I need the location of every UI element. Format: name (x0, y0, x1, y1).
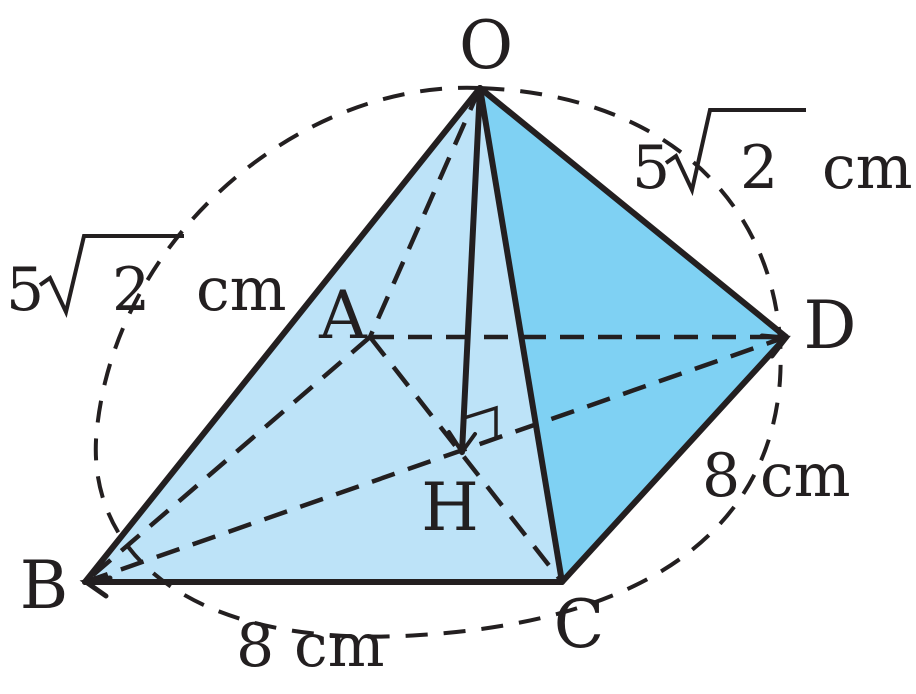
vertex-label-c: C (554, 586, 605, 663)
measure-cd: 8 cm (702, 441, 851, 511)
svg-text:5: 5 (632, 133, 670, 203)
svg-text:cm: cm (196, 255, 287, 325)
arrow-h-mark (447, 430, 477, 456)
edge-cd (559, 334, 789, 585)
svg-text:2: 2 (740, 133, 778, 203)
vertex-label-o: O (459, 7, 513, 84)
diagonal-bd (84, 334, 787, 585)
edge-od (477, 85, 789, 340)
svg-text:8: 8 (702, 441, 740, 511)
edge-oc (477, 85, 565, 585)
svg-text:5: 5 (6, 255, 44, 325)
svg-text:cm: cm (294, 611, 385, 681)
vertex-label-d: D (804, 287, 857, 364)
svg-text:2: 2 (112, 255, 150, 325)
measure-ob: 5 2 cm (6, 234, 287, 325)
height-oh (459, 85, 483, 455)
face-ocd (480, 88, 786, 582)
edge-oa (367, 87, 483, 338)
svg-text:cm: cm (822, 133, 913, 203)
svg-text:8: 8 (236, 611, 274, 681)
arrow-d-mark (759, 333, 791, 359)
arrow-b-mark (79, 575, 113, 599)
radical-sign-ob (38, 234, 184, 319)
vertex-label-b: B (20, 547, 69, 624)
vertex-label-a: A (318, 277, 368, 354)
measure-bc: 8 cm (236, 611, 385, 681)
face-obc (85, 88, 562, 582)
right-angle-mark (463, 405, 498, 440)
svg-text:cm: cm (760, 441, 851, 511)
diagonal-ac (368, 335, 564, 584)
vertex-label-h: H (421, 469, 479, 546)
radical-sign-od (664, 108, 806, 197)
edge-ab (83, 335, 372, 584)
edge-ob (82, 85, 483, 585)
measure-od: 5 2 cm (632, 108, 913, 203)
